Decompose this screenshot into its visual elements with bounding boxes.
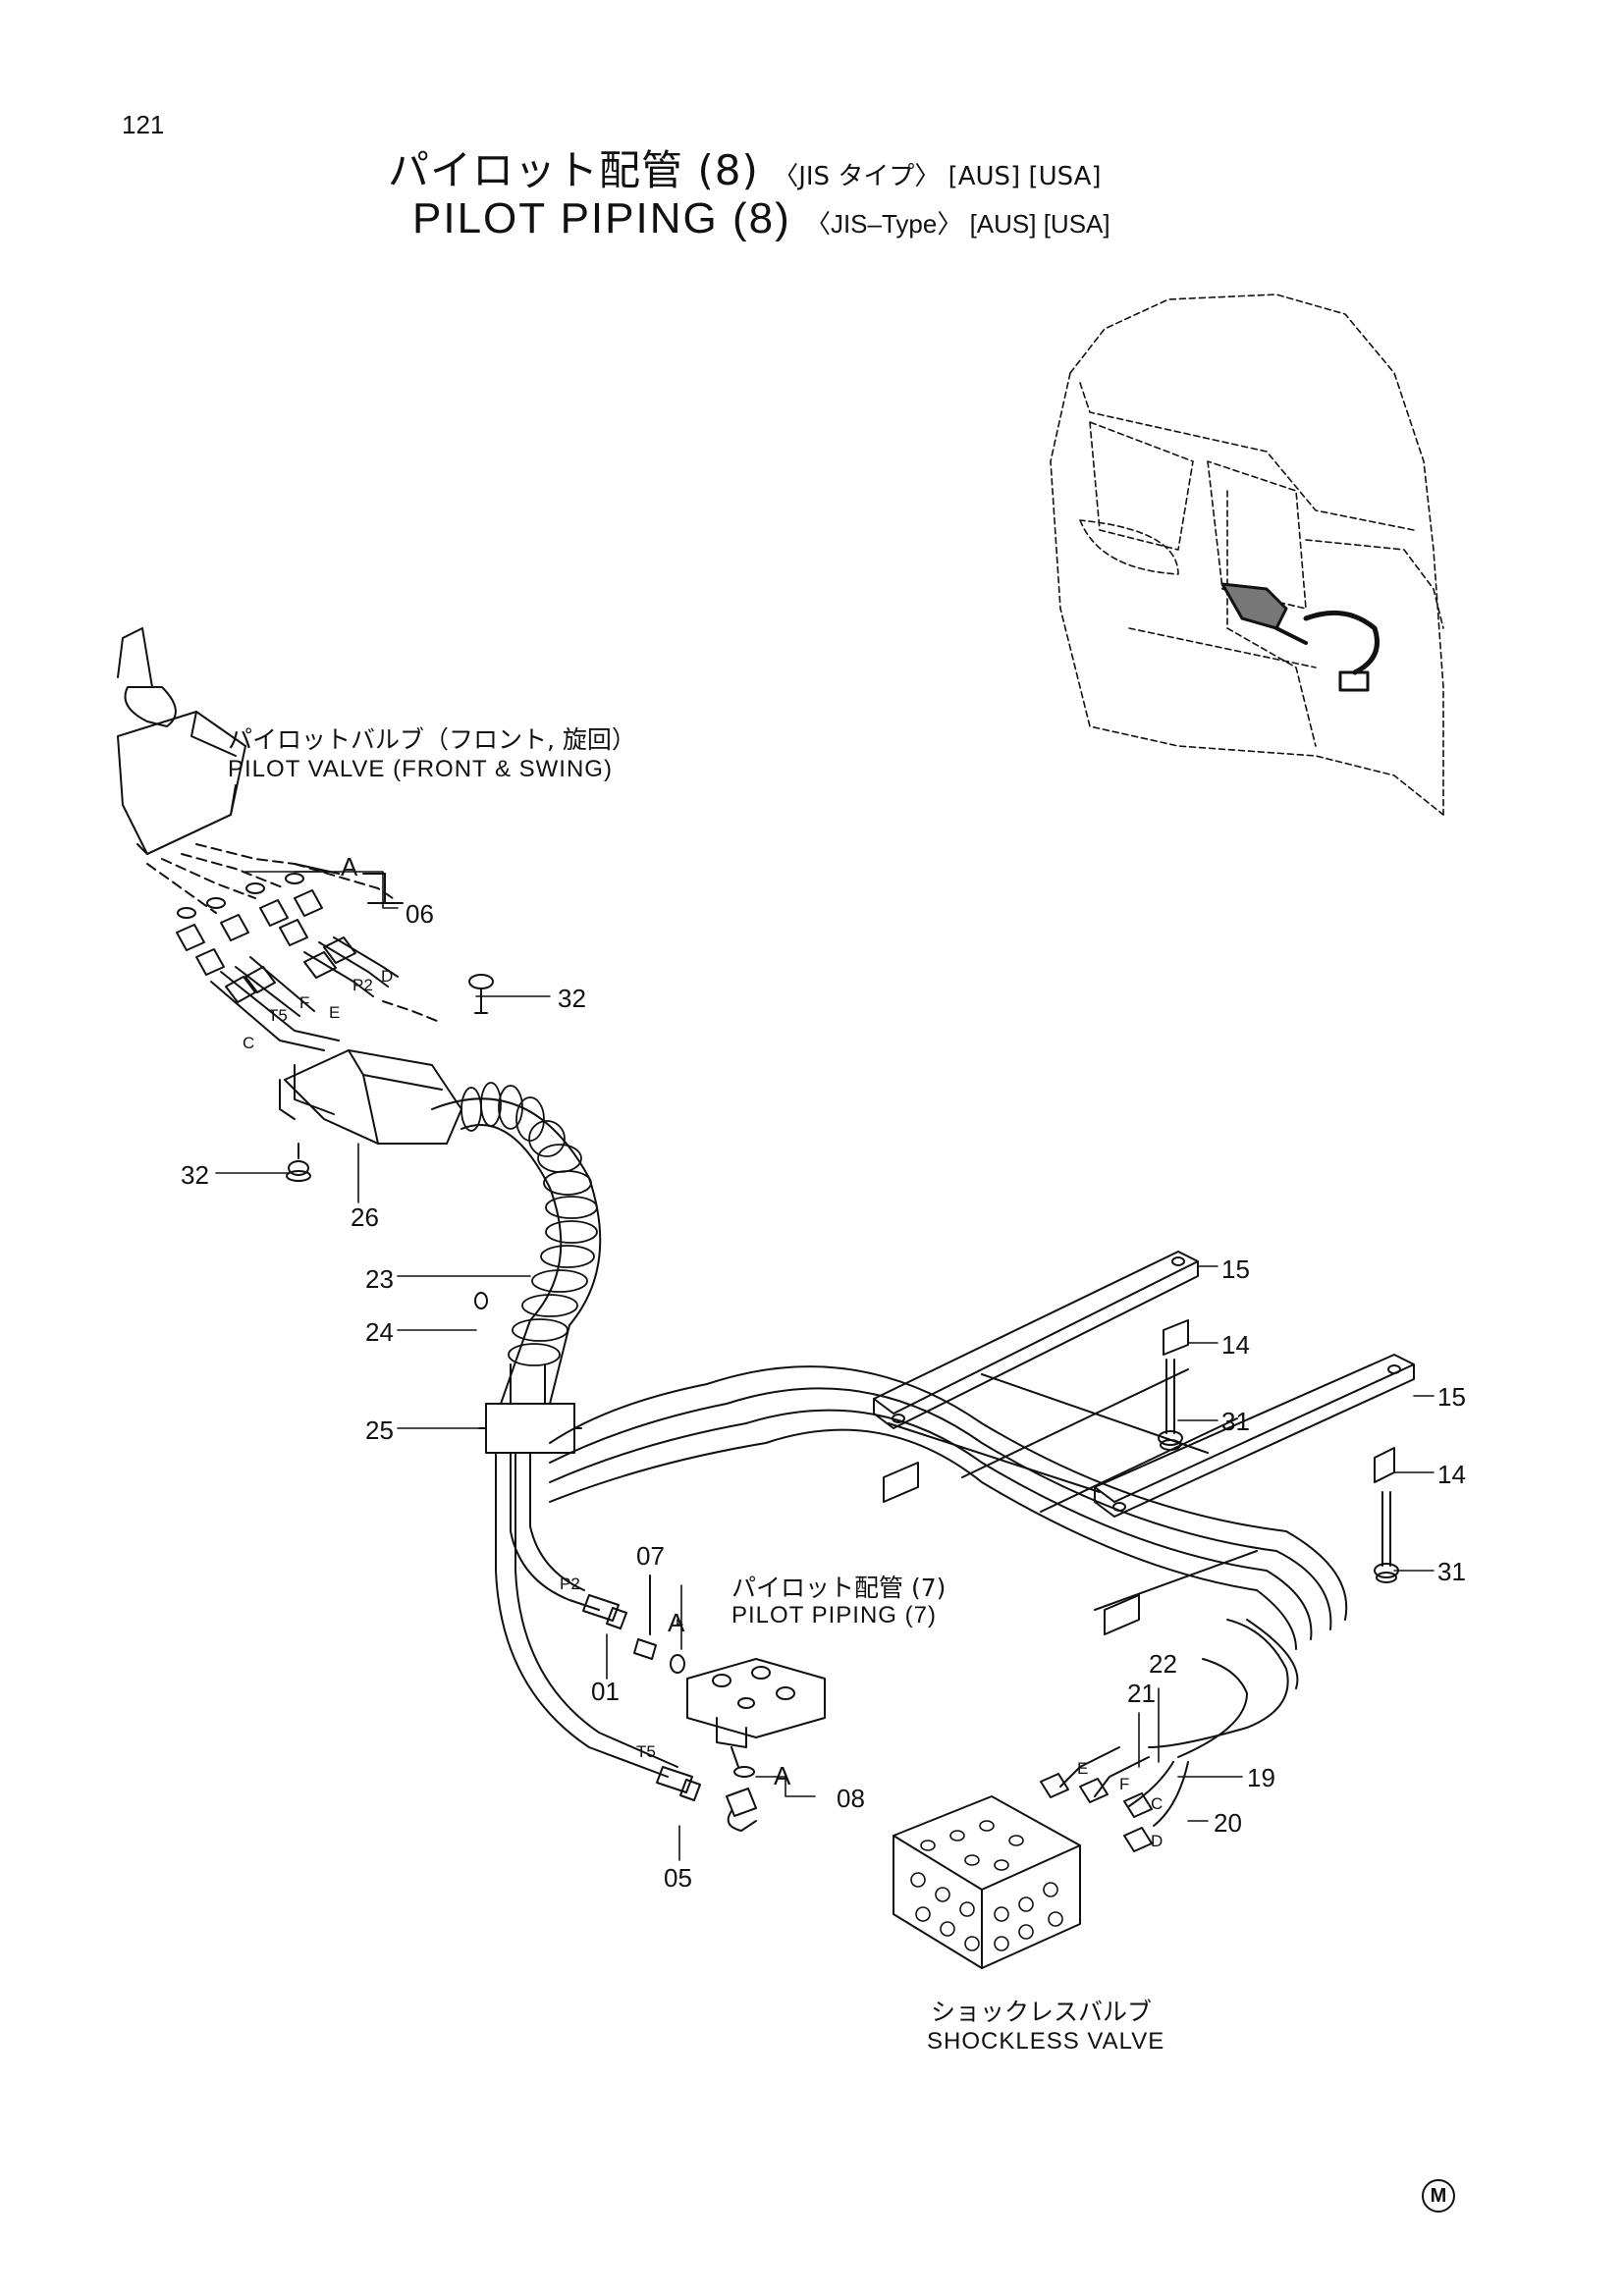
part-number-31-upper: 31: [1221, 1407, 1250, 1436]
manufacturer-mark: M: [1422, 2179, 1455, 2213]
part-number-25: 25: [365, 1415, 394, 1445]
port-label-d-upper: D: [381, 967, 394, 986]
title-en-main: PILOT PIPING (8): [412, 194, 791, 242]
fitting-07: [633, 1575, 685, 1674]
port-label-t5-upper: T5: [268, 1006, 288, 1025]
port-label-c-lower: C: [1151, 1794, 1164, 1813]
part-number-32-lower: 32: [181, 1160, 209, 1190]
part-number-20: 20: [1214, 1808, 1242, 1838]
port-label-t5-lower: T5: [636, 1742, 656, 1761]
part-number-31-lower: 31: [1437, 1557, 1466, 1586]
port-label-f-upper: F: [299, 993, 310, 1012]
part-number-05: 05: [664, 1863, 692, 1893]
corrugated-tube-illustration: [431, 1082, 602, 1454]
leader-lines: [215, 871, 1435, 1861]
part-number-19: 19: [1247, 1763, 1275, 1792]
part-number-26: 26: [351, 1202, 379, 1232]
shockless-valve-label-jp: ショックレスバルブ: [931, 1998, 1153, 2026]
part-number-15-lower: 15: [1437, 1382, 1466, 1412]
bolt-31-upper: [1158, 1359, 1183, 1451]
part-number-32-upper: 32: [558, 984, 586, 1013]
title-en-sub: 〈JIS–Type〉 [AUS] [USA]: [804, 209, 1110, 239]
port-label-a-lower: A: [774, 1761, 791, 1790]
port-label-e-upper: E: [329, 1003, 341, 1022]
port-label-d-lower: D: [1151, 1832, 1164, 1850]
part-number-15-upper: 15: [1221, 1255, 1250, 1284]
cab-harness-highlight: [1220, 582, 1380, 692]
port-label-p2-lower: P2: [560, 1575, 580, 1593]
port-label-a-middle: A: [668, 1608, 685, 1637]
part-number-22: 22: [1149, 1649, 1177, 1679]
pilot-valve-block: [686, 1658, 826, 1768]
bolt-32-lower: [286, 1143, 311, 1182]
shockless-valve-label-en: SHOCKLESS VALVE: [927, 2028, 1165, 2055]
cab-inset-illustration: [1050, 294, 1444, 816]
fitting-08: [726, 1766, 757, 1832]
port-label-p2-upper: P2: [352, 976, 373, 994]
part-number-24: 24: [365, 1317, 394, 1347]
part-number-14-upper: 14: [1221, 1330, 1250, 1360]
fitting-01: [582, 1594, 627, 1629]
pilot-piping-7-label-en: PILOT PIPING (7): [731, 1602, 937, 1629]
part-number-14-lower: 14: [1437, 1460, 1466, 1489]
title-jp-sub: 〈JIS タイプ〉 [AUS] [USA]: [773, 162, 1102, 191]
port-label-e-lower: E: [1077, 1759, 1089, 1778]
bracket-26-illustration: [279, 1049, 462, 1145]
part-number-07: 07: [636, 1541, 665, 1571]
bolt-31-lower: [1374, 1491, 1399, 1583]
port-label-c-upper: C: [243, 1034, 255, 1052]
hose-bundle-main: [549, 1365, 1348, 1827]
part-number-06: 06: [406, 899, 434, 929]
port-label-a-upper: A: [341, 852, 358, 881]
part-number-08: 08: [837, 1784, 865, 1813]
page-title-en: PILOT PIPING (8) 〈JIS–Type〉 [AUS] [USA]: [412, 194, 1110, 243]
pilot-hoses-upper: [210, 936, 399, 1051]
hose-vertical-p2-t5: [495, 1452, 678, 1778]
pilot-valve-label-en: PILOT VALVE (FRONT & SWING): [228, 756, 613, 782]
shockless-valve-illustration: [893, 1773, 1153, 1969]
part-number-23: 23: [365, 1264, 394, 1294]
fitting-05: [656, 1766, 701, 1801]
bolt-32-upper: [468, 974, 494, 1014]
pilot-valve-illustration: [117, 627, 438, 1022]
pilot-valve-label-jp: パイロットバルブ（フロント, 旋回）: [228, 725, 636, 754]
fitting-06-group: [176, 873, 323, 976]
title-jp-main: パイロット配管 (8): [388, 146, 759, 194]
part-number-01: 01: [591, 1677, 620, 1706]
pilot-piping-7-label-jp: パイロット配管 (7): [731, 1574, 947, 1602]
page-title-jp: パイロット配管 (8) 〈JIS タイプ〉 [AUS] [USA]: [388, 137, 1102, 197]
page-number: 121: [122, 110, 165, 139]
bracket-rails: [873, 1251, 1415, 1635]
part-number-21: 21: [1127, 1679, 1156, 1708]
port-label-f-lower: F: [1119, 1775, 1130, 1793]
